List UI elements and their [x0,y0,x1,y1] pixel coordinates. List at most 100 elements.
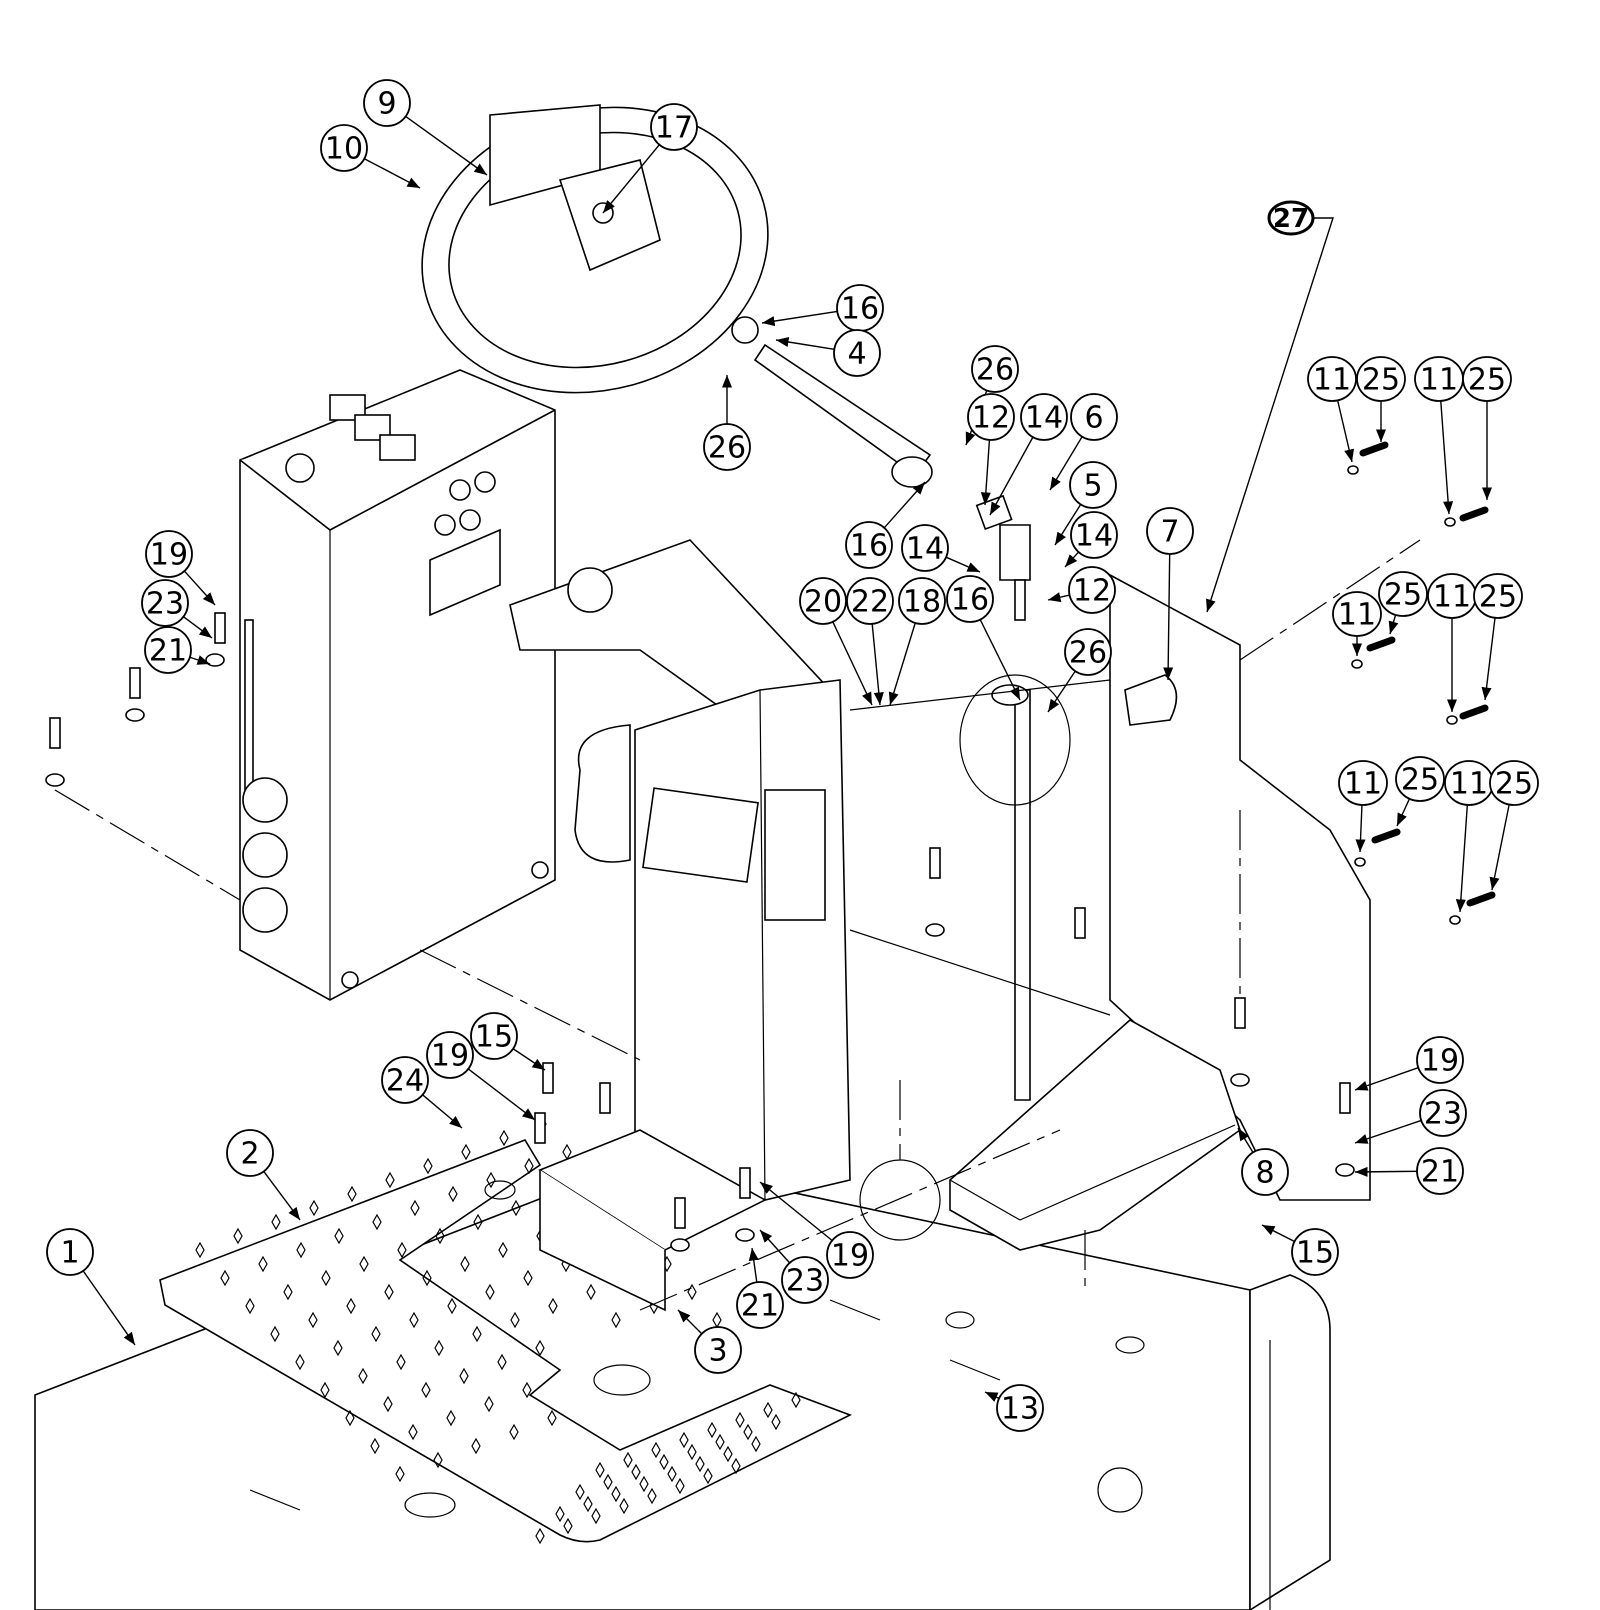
tread-diamond [499,1129,509,1147]
base-frame [34,1159,1331,1610]
washer [45,773,65,787]
bolt [1234,997,1246,1029]
tread-diamond [295,1353,305,1371]
tread-diamond [667,1465,677,1483]
tread-diamond [396,1353,406,1371]
tread-diamond [743,1423,753,1441]
leader-arrow [1354,1066,1419,1091]
callout-number: 20 [804,585,842,620]
callout-number: 3 [708,1334,727,1369]
callout-bubble [1473,573,1523,619]
callout-bubble [1070,393,1118,441]
tread-diamond [595,1461,605,1479]
callout-number: 23 [1424,1097,1462,1132]
callout-bubble [1068,566,1116,614]
callout-number: 12 [972,401,1010,436]
callout-16: 16 [845,481,926,569]
callout-bubble [845,521,893,569]
callout-bubble [426,1031,474,1079]
tread-diamond [421,1381,431,1399]
leader-arrow [832,621,873,706]
tread-diamond [524,1157,534,1175]
callout-2: 2 [226,1129,301,1221]
callout-bubble [470,1012,518,1060]
leader-arrow [1047,670,1076,713]
callout-15: 15 [1261,1224,1339,1276]
tread-diamond [448,1185,458,1203]
leader-arrow [1064,551,1080,568]
callout-number: 1 [60,1236,79,1271]
tread-diamond [358,1367,368,1385]
tread-diamond [485,1283,495,1301]
callout-10: 10 [320,124,421,189]
callout-25: 25 [1378,571,1428,635]
leader-arrow [1354,1119,1422,1144]
washer [670,1238,690,1252]
callout-bubble [1267,200,1315,236]
tread-diamond [195,1241,205,1259]
callout-16: 16 [946,575,1021,701]
callout-number: 25 [1468,363,1506,398]
callout-26: 26 [965,345,1019,446]
tread-diamond [271,1213,281,1231]
tread-diamond [245,1297,255,1315]
leader-arrow [1440,400,1454,515]
callout-number: 11 [1338,598,1376,633]
callout-bubble [650,103,698,151]
tread-diamond [296,1241,306,1259]
callout-15: 15 [470,1012,546,1071]
leader-arrow [888,622,916,706]
screw [1366,636,1396,652]
tread-diamond [611,1485,621,1503]
leader-arrow [1049,436,1083,491]
callout-19: 19 [1354,1036,1464,1091]
tread-diamond [447,1297,457,1315]
leader-arrow [189,655,211,665]
tread-diamond [510,1311,520,1329]
callout-number: 19 [1421,1044,1459,1079]
callout-bubble [846,577,894,625]
tread-diamond [270,1325,280,1343]
tread-diamond [422,1269,432,1287]
steering-wheel [421,104,769,394]
leader-arrow [1237,1127,1254,1153]
tread-diamond [535,1339,545,1357]
callout-7: 7 [1146,507,1194,681]
callout-23: 23 [1354,1089,1467,1144]
tread-diamond [703,1467,713,1485]
callout-number: 19 [431,1039,469,1074]
callout-bubble [1489,760,1539,806]
washer [1230,1073,1250,1087]
tread-diamond [586,1283,596,1301]
callout-bubble [996,1384,1044,1432]
callout-14: 14 [989,393,1068,516]
callout-bubble [1070,511,1118,559]
callout-19: 19 [145,530,216,606]
callout-23: 23 [759,1229,829,1304]
floor-plate [159,1115,852,1545]
callout-number: 13 [1001,1392,1039,1427]
screw [1466,891,1496,907]
callout-bubble [826,1231,874,1279]
bolt [214,612,226,644]
assembly-lines [54,539,1421,1311]
callout-bubble [1332,591,1382,637]
tread-diamond [659,1453,669,1471]
callout-11: 11 [1427,573,1477,712]
tread-diamond [707,1421,717,1439]
callout-bubble [694,1326,742,1374]
leader-arrow [775,337,835,351]
tread-diamond [687,1443,697,1461]
leader-arrow [980,439,991,506]
tread-diamond [423,1157,433,1175]
leader-arrow [1355,804,1366,853]
callout-number: 11 [1344,767,1382,802]
callout-number: 15 [475,1020,513,1055]
callout-number: 14 [1075,519,1113,554]
tread-diamond [484,1395,494,1413]
callout-number: 17 [655,111,693,146]
tread-diamond [619,1497,629,1515]
bolt [674,1197,686,1229]
screw [1359,441,1389,457]
washer [125,708,145,722]
